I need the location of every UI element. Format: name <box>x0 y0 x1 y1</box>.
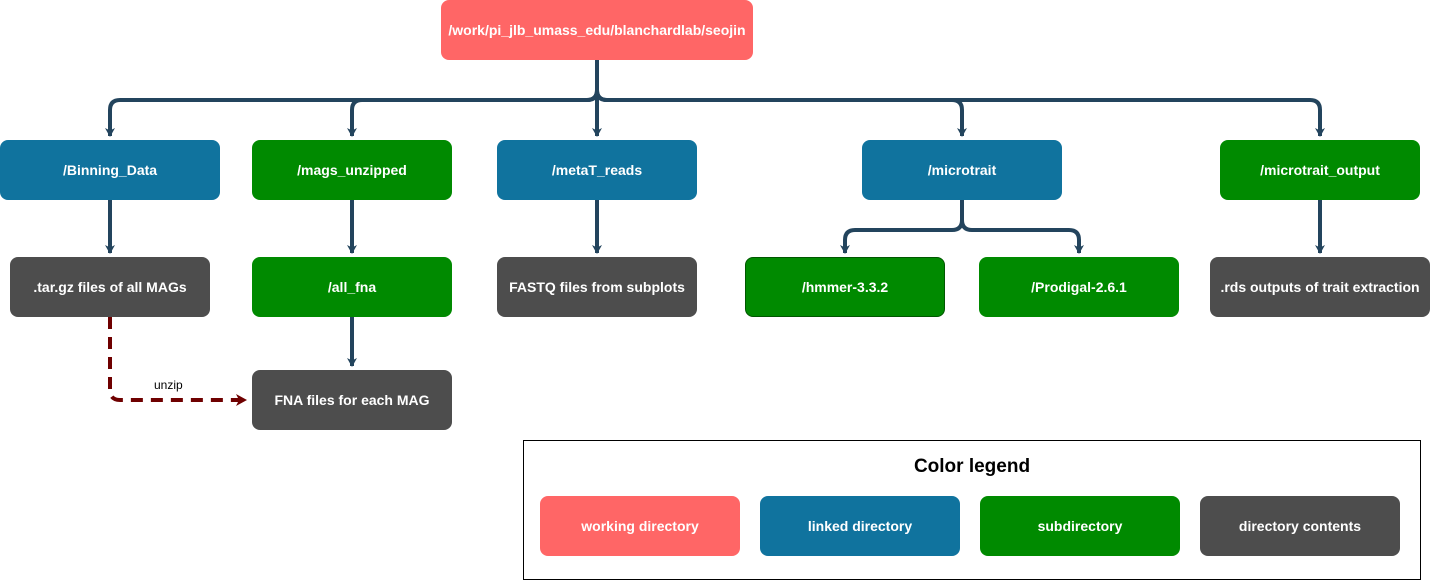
node-targz-files[interactable]: .tar.gz files of all MAGs <box>10 257 210 317</box>
legend-item-subdirectory: subdirectory <box>980 496 1180 556</box>
color-legend: Color legend working directory linked di… <box>523 440 1421 580</box>
edge-microtrait-prodigal <box>960 200 1084 254</box>
node-rds-outputs[interactable]: .rds outputs of trait extraction <box>1210 257 1430 317</box>
legend-item-directory-contents: directory contents <box>1200 496 1400 556</box>
node-all-fna[interactable]: /all_fna <box>252 257 452 317</box>
edge-microtrait-hmmer <box>840 200 964 254</box>
legend-item-working-directory: working directory <box>540 496 740 556</box>
node-hmmer[interactable]: /hmmer-3.3.2 <box>745 257 945 317</box>
legend-title: Color legend <box>913 456 1031 477</box>
edge-root-microtrait-output <box>595 60 1325 137</box>
node-microtrait[interactable]: /microtrait <box>862 140 1062 200</box>
node-mags-unzipped[interactable]: /mags_unzipped <box>252 140 452 200</box>
edge-root-mags-unzipped <box>347 60 599 137</box>
node-metat-reads[interactable]: /metaT_reads <box>497 140 697 200</box>
edge-targz-unzip-fna-files <box>108 317 247 406</box>
node-prodigal[interactable]: /Prodigal-2.6.1 <box>979 257 1179 317</box>
edge-label-unzip: unzip <box>154 378 183 392</box>
node-fastq-files[interactable]: FASTQ files from subplots <box>497 257 697 317</box>
node-binning-data[interactable]: /Binning_Data <box>0 140 220 200</box>
node-root-working-directory[interactable]: /work/pi_jlb_umass_edu/blanchardlab/seoj… <box>441 0 753 60</box>
legend-item-linked-directory: linked directory <box>760 496 960 556</box>
node-fna-files[interactable]: FNA files for each MAG <box>252 370 452 430</box>
node-microtrait-output[interactable]: /microtrait_output <box>1220 140 1420 200</box>
